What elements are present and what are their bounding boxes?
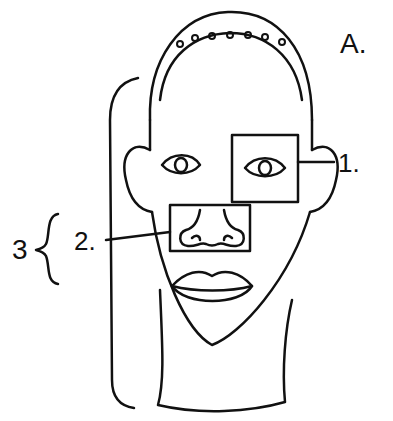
leader-line — [106, 232, 170, 240]
hair-dot — [279, 39, 285, 45]
callout-box — [170, 205, 250, 251]
lips — [172, 272, 252, 301]
hair-band — [160, 33, 302, 100]
callout-box — [232, 135, 298, 202]
callout-number: 1. — [338, 150, 360, 176]
hair-dot — [177, 41, 183, 47]
face-outline — [150, 120, 312, 345]
right-ear — [310, 147, 338, 212]
hair-dot — [245, 32, 251, 38]
left-ear — [124, 147, 152, 212]
bracket — [110, 78, 138, 408]
neck — [158, 290, 292, 411]
hair-dot — [262, 34, 268, 40]
right-eye — [245, 158, 285, 176]
left-eye — [162, 155, 200, 173]
left-pupil — [175, 158, 187, 172]
lip-line — [172, 286, 252, 291]
nose — [180, 210, 244, 246]
brace — [36, 214, 58, 284]
figure-label: A. — [340, 30, 366, 58]
callout-number: 2. — [74, 228, 96, 254]
callout-number: 3 — [12, 236, 28, 264]
hair-dot — [227, 32, 233, 38]
nostrils — [192, 236, 232, 240]
leader-line — [298, 161, 334, 164]
head-outline — [150, 12, 312, 120]
right-pupil — [259, 161, 271, 175]
hair-dot — [192, 35, 198, 41]
hair-dot — [209, 33, 215, 39]
